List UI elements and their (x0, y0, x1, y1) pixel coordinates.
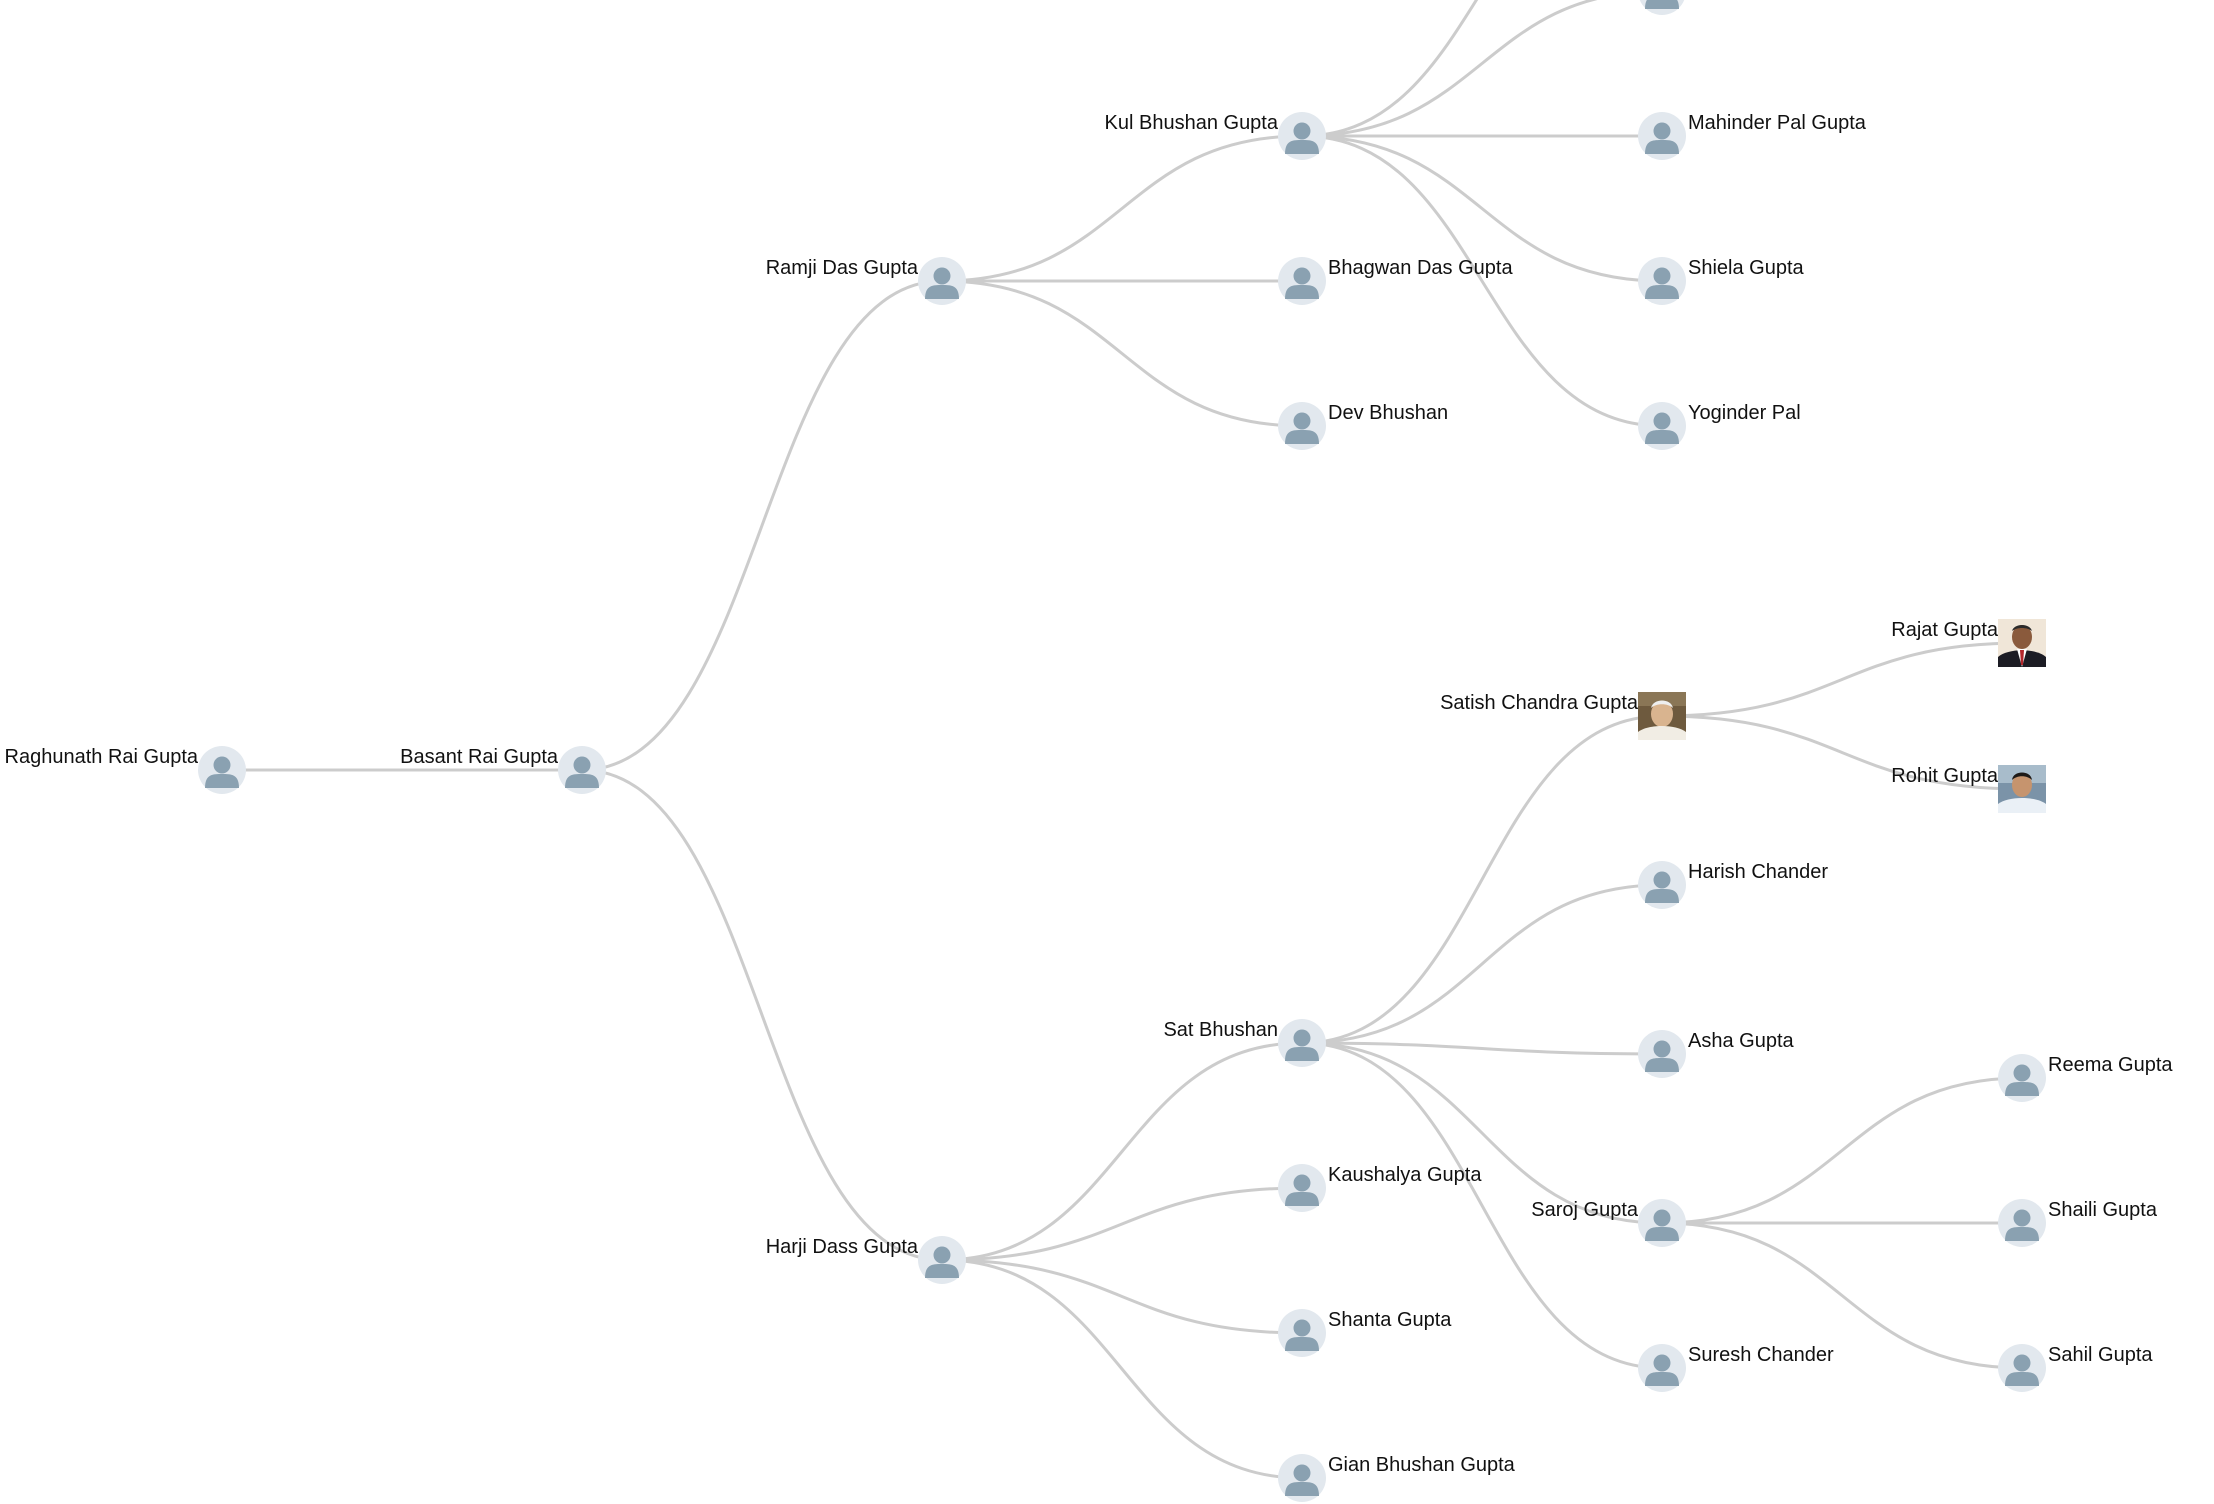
person-node-rajat[interactable]: Rajat Gupta (1891, 619, 2046, 667)
person-icon (1998, 1344, 2046, 1392)
person-node-yoginder[interactable]: Yoginder Pal (1638, 402, 1801, 450)
person-node-kul[interactable]: Kul Bhushan Gupta (1105, 112, 1326, 160)
photo-young-avatar (1998, 765, 2046, 813)
person-node-offscreen-b[interactable] (1638, 0, 1686, 15)
person-node-kaushalya[interactable]: Kaushalya Gupta (1278, 1164, 1482, 1212)
person-icon (1278, 1019, 1326, 1067)
person-name-label: Gian Bhushan Gupta (1328, 1454, 1516, 1476)
tree-link (1661, 641, 2023, 718)
photo-elder-avatar (1638, 692, 1686, 740)
person-node-reema[interactable]: Reema Gupta (1998, 1054, 2173, 1102)
person-node-shiela[interactable]: Shiela Gupta (1638, 257, 1805, 305)
tree-nodes: Raghunath Rai Gupta Basant Rai Gupta Ramji… (5, 0, 2173, 1502)
tree-link (941, 1041, 1303, 1262)
person-icon (1638, 257, 1686, 305)
person-name-label: Harish Chander (1688, 861, 1828, 883)
person-node-basant[interactable]: Basant Rai Gupta (400, 746, 606, 794)
tree-link (941, 1186, 1303, 1262)
person-icon (918, 1236, 966, 1284)
person-name-label: Sahil Gupta (2048, 1344, 2153, 1366)
person-name-label: Harji Dass Gupta (766, 1236, 919, 1258)
person-name-label: Shiela Gupta (1688, 257, 1805, 279)
person-name-label: Yoginder Pal (1688, 402, 1801, 424)
person-node-saroj[interactable]: Saroj Gupta (1531, 1199, 1686, 1247)
tree-link (1301, 883, 1663, 1045)
person-name-label: Dev Bhushan (1328, 402, 1448, 424)
person-icon (1638, 1344, 1686, 1392)
person-icon (1638, 1030, 1686, 1078)
person-name-label: Kaushalya Gupta (1328, 1164, 1482, 1186)
person-node-gian[interactable]: Gian Bhushan Gupta (1278, 1454, 1516, 1502)
tree-link (1301, 1041, 1663, 1225)
person-node-dev[interactable]: Dev Bhushan (1278, 402, 1448, 450)
person-name-label: Shaili Gupta (2048, 1199, 2158, 1221)
person-node-harji[interactable]: Harji Dass Gupta (766, 1236, 966, 1284)
person-icon (1638, 861, 1686, 909)
person-name-label: Kul Bhushan Gupta (1105, 112, 1279, 134)
person-node-raghunath[interactable]: Raghunath Rai Gupta (5, 746, 246, 794)
person-icon (198, 746, 246, 794)
tree-link (1301, 0, 1479, 138)
person-name-label: Suresh Chander (1688, 1344, 1834, 1366)
person-node-shanta[interactable]: Shanta Gupta (1278, 1309, 1452, 1357)
person-node-suresh[interactable]: Suresh Chander (1638, 1344, 1834, 1392)
photo-suit-avatar (1998, 619, 2046, 667)
person-name-label: Ramji Das Gupta (766, 257, 919, 279)
person-node-mahinder[interactable]: Mahinder Pal Gupta (1638, 112, 1867, 160)
person-icon (1278, 1164, 1326, 1212)
person-icon (1278, 402, 1326, 450)
person-icon (1638, 402, 1686, 450)
person-node-shaili[interactable]: Shaili Gupta (1998, 1199, 2158, 1247)
person-icon (1998, 1199, 2046, 1247)
tree-link (1301, 0, 1598, 138)
person-name-label: Shanta Gupta (1328, 1309, 1452, 1331)
tree-link (1301, 134, 1663, 283)
tree-link (581, 768, 943, 1262)
person-icon (1638, 112, 1686, 160)
tree-link (581, 279, 943, 772)
person-icon (1278, 1454, 1326, 1502)
person-name-label: Asha Gupta (1688, 1030, 1795, 1052)
person-node-harish[interactable]: Harish Chander (1638, 861, 1828, 909)
tree-link (1301, 1041, 1663, 1370)
tree-link (1301, 134, 1663, 428)
person-icon (1638, 1199, 1686, 1247)
person-name-label: Reema Gupta (2048, 1054, 2173, 1076)
person-name-label: Sat Bhushan (1163, 1019, 1278, 1041)
person-node-bhagwan[interactable]: Bhagwan Das Gupta (1278, 257, 1513, 305)
person-icon (1278, 1309, 1326, 1357)
person-name-label: Rajat Gupta (1891, 619, 1999, 641)
tree-link (1661, 714, 2023, 791)
tree-link (1661, 1076, 2023, 1225)
person-icon (1278, 112, 1326, 160)
person-node-rohit[interactable]: Rohit Gupta (1891, 765, 2046, 813)
tree-link (941, 1258, 1303, 1480)
person-icon (558, 746, 606, 794)
person-icon (1278, 257, 1326, 305)
person-name-label: Raghunath Rai Gupta (5, 746, 199, 768)
person-icon (1639, 0, 1685, 15)
tree-link (1301, 714, 1663, 1045)
tree-link (941, 279, 1303, 428)
person-node-sahil[interactable]: Sahil Gupta (1998, 1344, 2153, 1392)
person-name-label: Saroj Gupta (1531, 1199, 1639, 1221)
tree-link (941, 1258, 1303, 1335)
person-name-label: Bhagwan Das Gupta (1328, 257, 1513, 279)
person-node-ramji[interactable]: Ramji Das Gupta (766, 257, 966, 305)
tree-link (1661, 1221, 2023, 1370)
person-name-label: Mahinder Pal Gupta (1688, 112, 1867, 134)
person-node-sat[interactable]: Sat Bhushan (1163, 1019, 1326, 1067)
person-name-label: Satish Chandra Gupta (1440, 692, 1639, 714)
person-icon (1998, 1054, 2046, 1102)
tree-link (1301, 1041, 1663, 1056)
person-node-asha[interactable]: Asha Gupta (1638, 1030, 1795, 1078)
person-name-label: Basant Rai Gupta (400, 746, 559, 768)
person-icon (918, 257, 966, 305)
tree-link (941, 134, 1303, 283)
tree-links (222, 0, 2023, 1480)
person-node-satish[interactable]: Satish Chandra Gupta (1440, 692, 1686, 740)
person-name-label: Rohit Gupta (1891, 765, 1999, 787)
